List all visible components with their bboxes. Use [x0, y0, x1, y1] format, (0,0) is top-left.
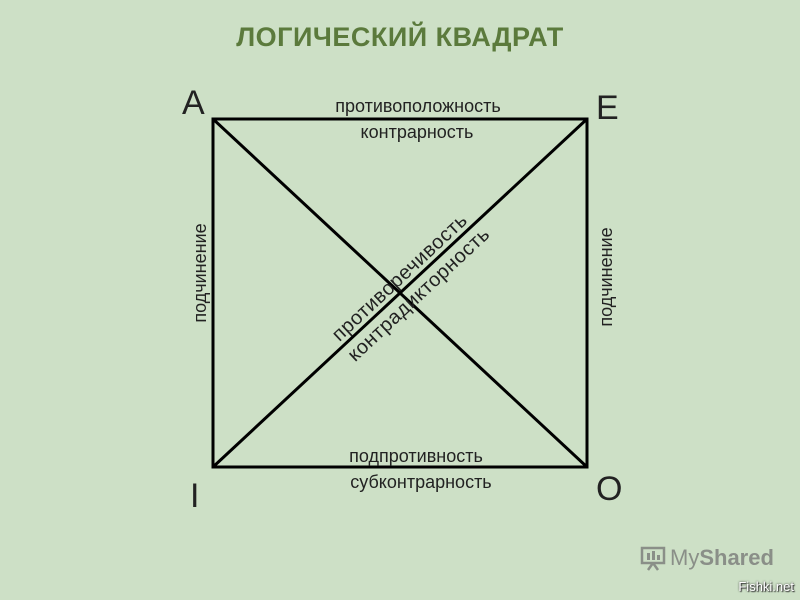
corner-label-i: I: [190, 477, 199, 515]
logo-text-my: My: [670, 545, 700, 570]
corner-label-o: O: [596, 470, 622, 508]
diagonal-e-i: [211, 117, 589, 469]
left-edge-label: подчинение: [190, 223, 210, 322]
logo-text-shared: Shared: [699, 545, 774, 570]
corner-label-e: E: [596, 89, 619, 127]
presentation-board-icon: [640, 546, 666, 571]
top-edge-label-1: противоположность: [335, 96, 501, 116]
right-edge-label: подчинение: [596, 227, 616, 326]
top-edge-label-2: контрарность: [361, 122, 474, 142]
bottom-edge-label-1: подпротивность: [349, 446, 483, 466]
bottom-edge-label-2: субконтрарность: [350, 472, 491, 492]
watermark: Fishki.net: [738, 579, 794, 594]
square-outline: [211, 117, 589, 469]
corner-label-a: A: [182, 84, 205, 122]
diagram-title: ЛОГИЧЕСКИЙ КВАДРАТ: [236, 22, 564, 52]
